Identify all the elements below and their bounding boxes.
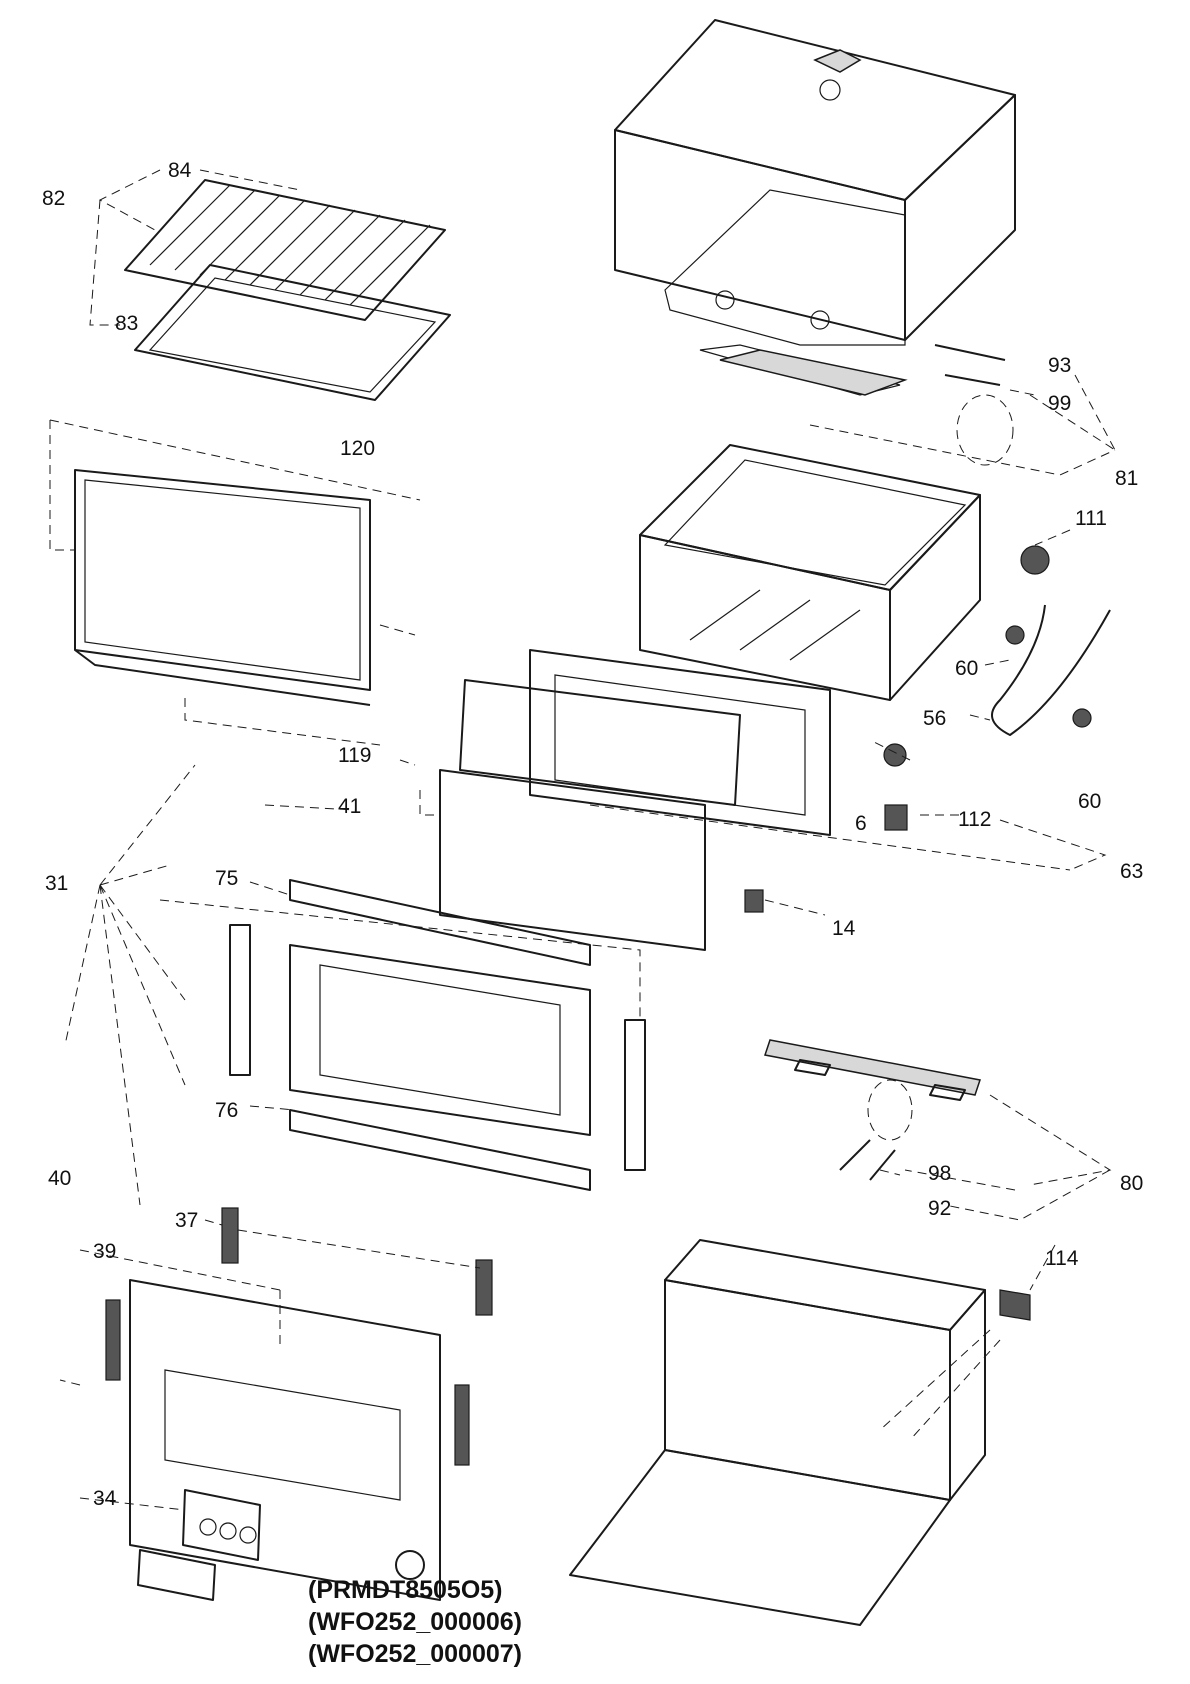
callout-112: 112 bbox=[958, 808, 991, 831]
outer-cabinet-cover bbox=[614, 19, 1016, 346]
callout-39: 39 bbox=[93, 1240, 116, 1263]
oven-cavity bbox=[639, 344, 981, 701]
side-panel-120 bbox=[74, 469, 371, 706]
callout-41: 41 bbox=[338, 795, 361, 818]
leader-lines bbox=[49, 169, 1116, 1511]
callout-114: 114 bbox=[1045, 1247, 1079, 1270]
callout-31: 31 bbox=[45, 872, 68, 895]
callout-111: 111 bbox=[1075, 507, 1107, 530]
cabinet-base-114 bbox=[569, 1239, 1031, 1626]
callout-98: 98 bbox=[928, 1162, 951, 1185]
model-identifiers: (PRMDT8505O5) (WFO252_000006) (WFO252_00… bbox=[308, 1576, 522, 1668]
callout-92: 92 bbox=[928, 1197, 951, 1220]
callout-120: 120 bbox=[340, 437, 375, 460]
door-inner-frame bbox=[229, 879, 646, 1191]
callout-84: 84 bbox=[168, 159, 192, 182]
controls-and-wiring bbox=[744, 344, 1111, 913]
callout-80: 80 bbox=[1120, 1172, 1143, 1195]
callout-40: 40 bbox=[48, 1167, 71, 1190]
oven-rack-and-tray bbox=[124, 179, 451, 401]
glass-panel-41 bbox=[439, 769, 706, 951]
callout-14: 14 bbox=[832, 917, 856, 940]
callout-82: 82 bbox=[42, 187, 65, 210]
model-line-3: (WFO252_000007) bbox=[308, 1640, 522, 1668]
control-plate-34 bbox=[137, 1489, 261, 1601]
model-line-1: (PRMDT8505O5) bbox=[308, 1576, 503, 1604]
callout-83: 83 bbox=[115, 312, 138, 335]
callout-99: 99 bbox=[1048, 392, 1071, 415]
callout-labels: 82 84 83 120 119 41 31 75 76 40 37 39 34… bbox=[42, 159, 1143, 1510]
callout-119: 119 bbox=[338, 744, 371, 767]
heating-element-80 bbox=[764, 1039, 981, 1181]
callout-76: 76 bbox=[215, 1099, 238, 1122]
callout-93: 93 bbox=[1048, 354, 1071, 377]
front-frame bbox=[459, 649, 831, 836]
callout-75: 75 bbox=[215, 867, 238, 890]
callout-60-lower: 60 bbox=[1078, 790, 1101, 813]
callout-60-upper: 60 bbox=[955, 657, 978, 680]
callout-37: 37 bbox=[175, 1209, 198, 1232]
callout-56: 56 bbox=[923, 707, 946, 730]
callout-63: 63 bbox=[1120, 860, 1143, 883]
callout-34: 34 bbox=[93, 1487, 117, 1510]
outer-door-39 bbox=[105, 1279, 470, 1601]
model-line-2: (WFO252_000006) bbox=[308, 1608, 522, 1636]
callout-6: 6 bbox=[855, 812, 867, 835]
callout-81: 81 bbox=[1115, 467, 1138, 490]
door-hinges bbox=[221, 1207, 493, 1316]
